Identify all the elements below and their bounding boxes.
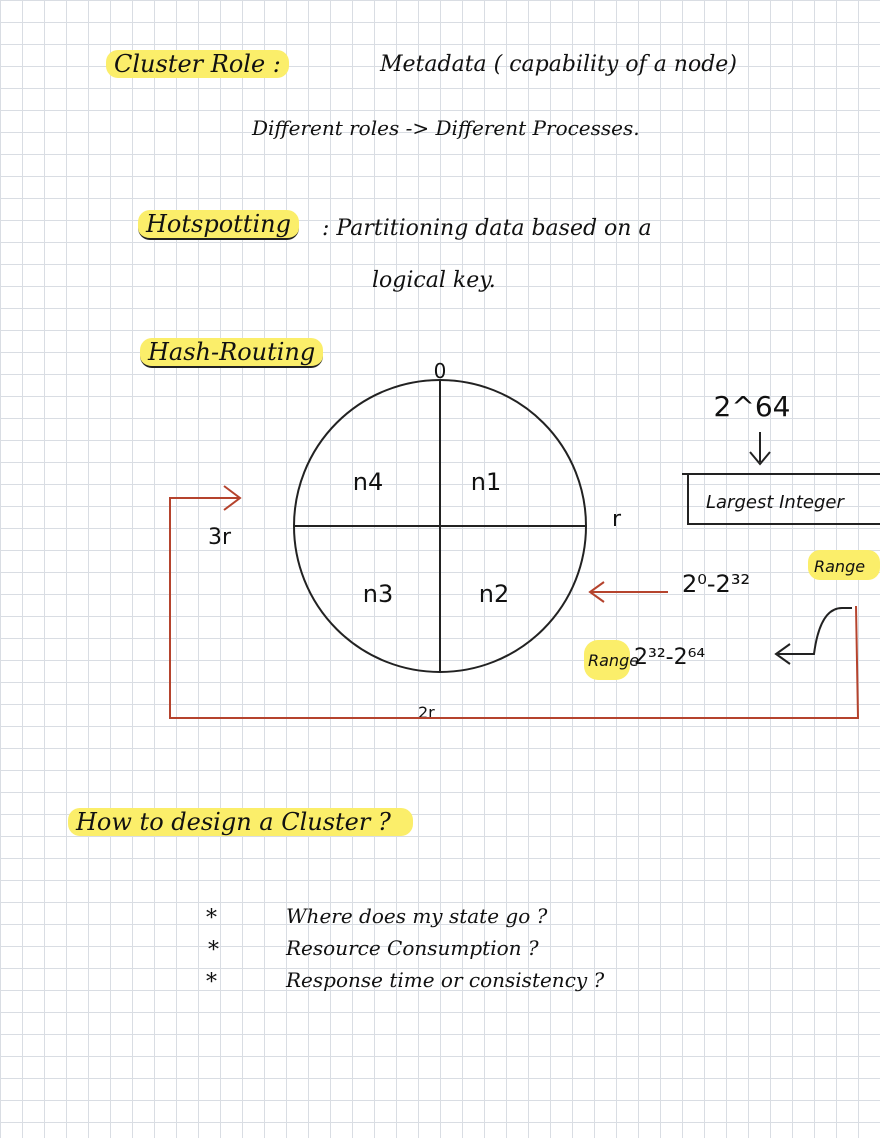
range-2-arrow	[778, 607, 852, 655]
range-highlight-right	[808, 550, 880, 580]
bullet-item-3: Response time or consistency ?	[286, 968, 605, 992]
ring-label-left: 3r	[208, 525, 232, 550]
ring-label-right: r	[612, 507, 622, 532]
node-n1: n1	[471, 468, 501, 496]
ring-label-top: 0	[434, 359, 447, 383]
bullet-item-1: Where does my state go ?	[286, 904, 548, 928]
design-cluster-heading: How to design a Cluster ?	[68, 808, 413, 836]
node-n3: n3	[363, 580, 393, 608]
cluster-role-note: Different roles -> Different Processes.	[252, 116, 640, 140]
bullet-marker-3: *	[206, 970, 217, 995]
hash-routing-heading: Hash-Routing	[140, 338, 324, 368]
cluster-role-definition: Metadata ( capability of a node)	[380, 52, 737, 77]
ring-label-bottom: 2r	[418, 703, 435, 722]
hotspotting-definition-line2: logical key.	[372, 268, 496, 293]
cluster-role-heading: Cluster Role :	[106, 50, 289, 78]
range-arrow-head	[588, 581, 605, 603]
range-1-tag: Range	[814, 557, 865, 576]
node-n4: n4	[353, 468, 383, 496]
wraparound-arrow	[169, 497, 860, 719]
largest-integer-box	[682, 473, 880, 525]
bullet-marker-2: *	[208, 938, 219, 963]
hotspotting-definition-line1: : Partitioning data based on a	[322, 216, 652, 241]
bullet-item-2: Resource Consumption ?	[286, 936, 539, 960]
range-1-value: 2⁰-2³²	[682, 570, 750, 598]
hotspotting-heading: Hotspotting	[138, 210, 299, 240]
node-n2: n2	[479, 580, 509, 608]
bullet-marker-1: *	[206, 906, 217, 931]
range-2-value: 2³²-2⁶⁴	[634, 645, 705, 670]
range-2-tag: Range	[588, 651, 639, 670]
wraparound-arrow-head	[223, 485, 242, 511]
range-highlight-left	[584, 640, 630, 680]
max-hash-label: 2^64	[714, 390, 791, 423]
range-2-arrow-head	[774, 643, 791, 665]
down-arrow-head	[749, 451, 771, 466]
largest-integer-label: Largest Integer	[706, 492, 845, 513]
hash-ring-diagram: 0 r 2r 3r n4 n1 n3 n2 2^64 Largest Integ…	[169, 359, 880, 722]
